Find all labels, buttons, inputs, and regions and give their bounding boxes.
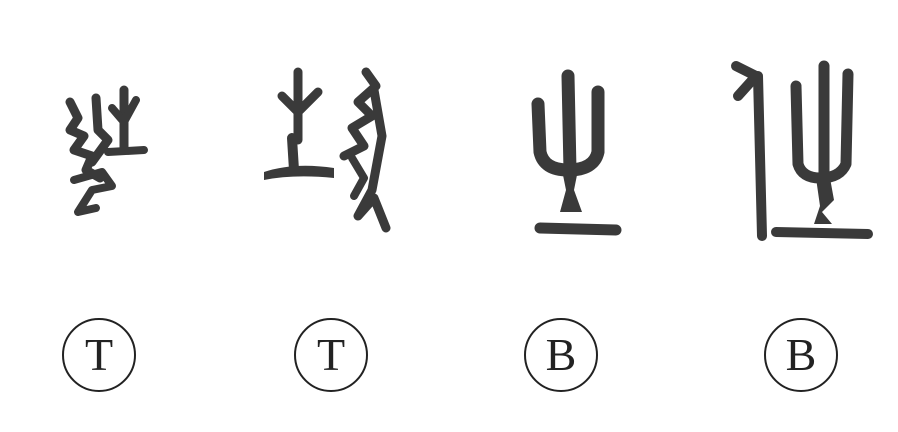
glyph-2-branches <box>277 87 323 117</box>
glyph-2-figure-c <box>348 154 368 200</box>
character-glyph-4 <box>672 40 896 260</box>
glyph-4-head <box>731 61 761 101</box>
glyph-1-stroke-b <box>87 93 113 167</box>
glyph-4-trunk <box>814 178 834 224</box>
character-glyph-1 <box>0 40 224 260</box>
label-circle-2: T <box>294 318 368 392</box>
character-glyph-2 <box>224 40 448 260</box>
glyph-1-branches <box>108 96 140 126</box>
glyph-svg-3 <box>531 69 622 236</box>
glyph-panel-3: B <box>448 0 672 432</box>
glyph-panel-1: T <box>0 0 224 432</box>
glyph-svg-2 <box>264 67 391 233</box>
glyph-3-base <box>534 222 622 236</box>
glyph-3-trunk <box>560 170 582 212</box>
glyph-2-trunk <box>287 133 299 175</box>
glyph-svg-4 <box>731 60 873 241</box>
character-glyph-3 <box>448 40 672 260</box>
label-circle-1: T <box>62 318 136 392</box>
label-circle-4: B <box>764 318 838 392</box>
glyph-1-stroke-c <box>70 168 116 216</box>
glyph-4-base <box>771 227 873 239</box>
glyph-4-person-line <box>753 71 767 241</box>
glyph-1-stroke-a <box>65 97 105 183</box>
glyph-2-figure-b <box>353 85 391 233</box>
glyph-3-center-stem <box>561 69 577 177</box>
glyph-2-ground <box>264 165 334 180</box>
label-circle-3: B <box>524 318 598 392</box>
glyph-panel-4: B <box>672 0 896 432</box>
glyph-svg-1 <box>65 85 148 216</box>
glyph-2-figure-a <box>339 67 381 161</box>
glyph-panel-2: T <box>224 0 448 432</box>
glyph-1-base <box>104 146 148 156</box>
